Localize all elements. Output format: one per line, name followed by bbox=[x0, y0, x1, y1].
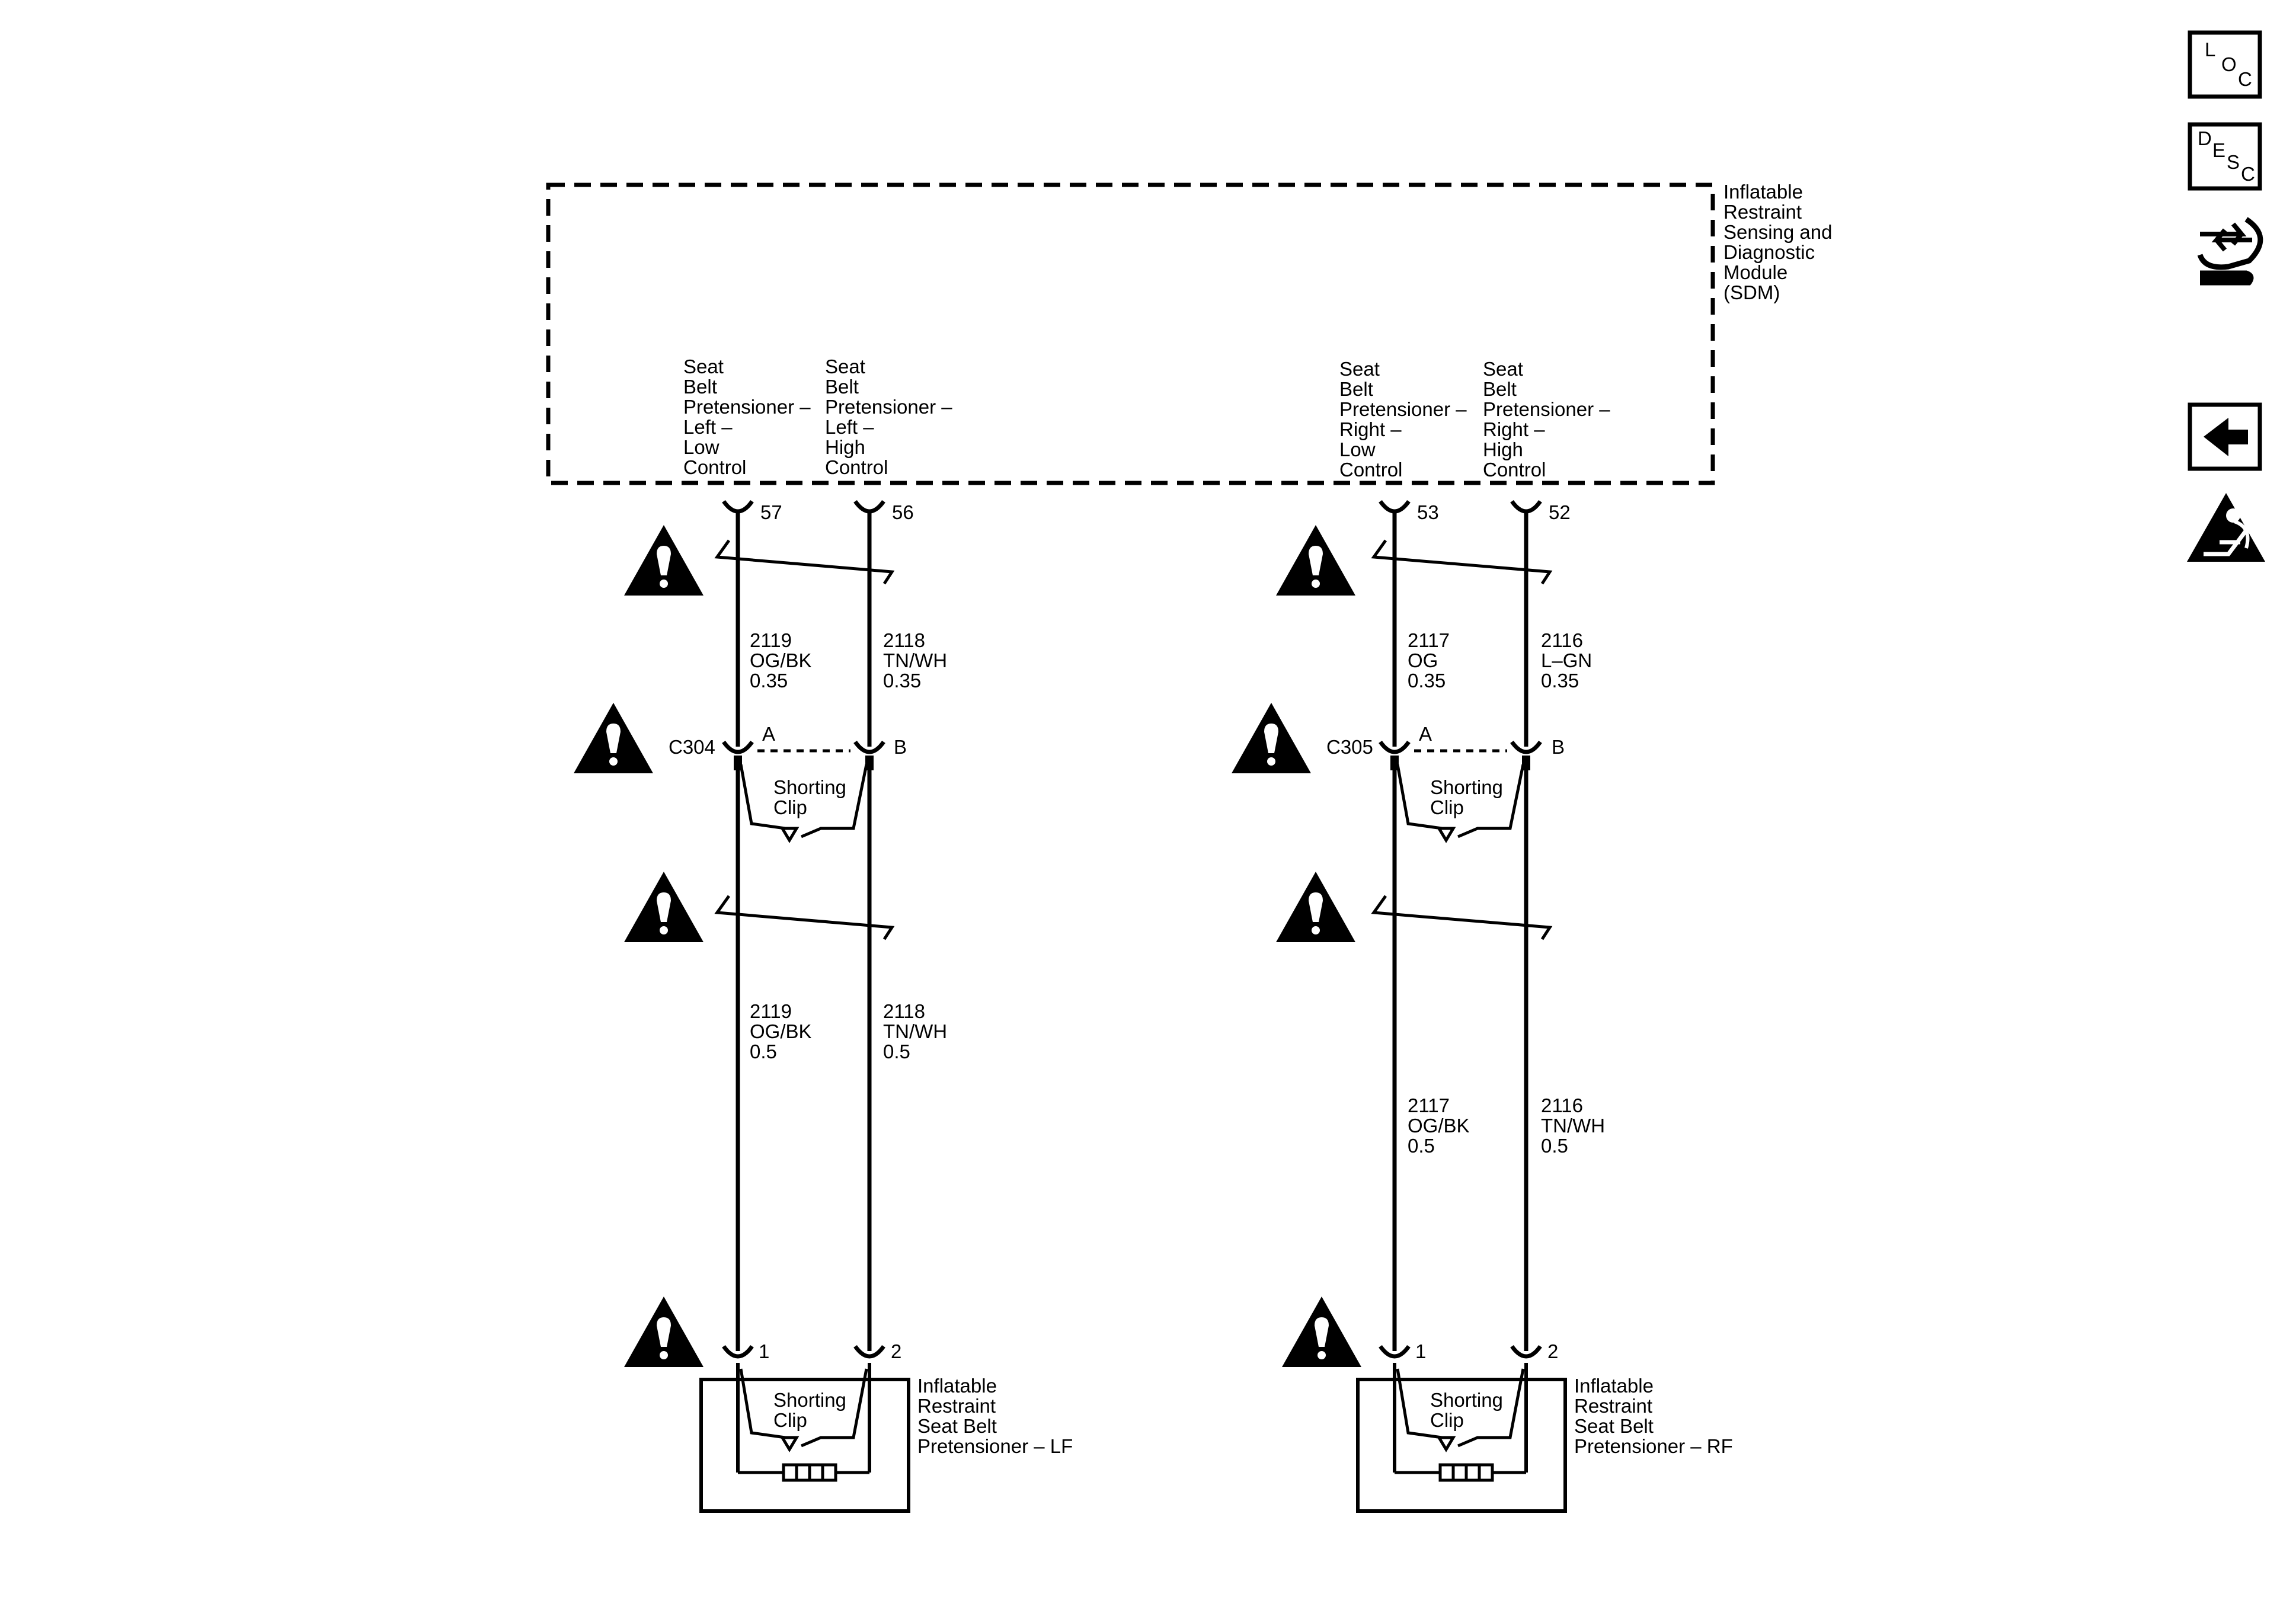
caution-triangle-icon[interactable] bbox=[1276, 872, 1355, 942]
connector-pin-b: B bbox=[894, 736, 907, 758]
airbag-caution-icon[interactable] bbox=[2187, 493, 2265, 562]
svg-text:D: D bbox=[2198, 127, 2212, 149]
caution-triangle-icon[interactable] bbox=[1276, 525, 1355, 596]
svg-text:C: C bbox=[2238, 68, 2252, 90]
wire-circuits bbox=[736, 513, 1528, 1351]
connector-pin-b: B bbox=[1552, 736, 1565, 758]
wire-label-upper: 2116 L–GN 0.35 bbox=[1541, 629, 1597, 692]
caution-triangle-icon[interactable] bbox=[624, 1297, 703, 1367]
pretensioner-pin-1: 1 bbox=[1415, 1340, 1426, 1362]
wire-label-lower: 2116 TN/WH 0.5 bbox=[1541, 1094, 1610, 1157]
pretensioner-pin-2: 2 bbox=[1547, 1340, 1558, 1362]
svg-text:S: S bbox=[2227, 151, 2240, 173]
sdm-pin-label-right-low: Seat Belt Pretensioner – Right – Low Con… bbox=[1339, 358, 1472, 481]
twisted-pair-markers bbox=[714, 539, 1553, 940]
pretensioner-name: Inflatable Restraint Seat Belt Pretensio… bbox=[1574, 1375, 1733, 1457]
connector-pin-a: A bbox=[762, 723, 775, 745]
sdm-pin-number: 52 bbox=[1549, 501, 1571, 523]
shorting-clip-label: Shorting Clip bbox=[1430, 1389, 1508, 1431]
sdm-pin-number: 56 bbox=[892, 501, 914, 523]
svg-text:L: L bbox=[2205, 39, 2215, 60]
connector-name: C304 bbox=[669, 736, 715, 758]
caution-triangle-icon[interactable] bbox=[574, 703, 653, 773]
pretensioner-pin-2: 2 bbox=[891, 1340, 901, 1362]
loc-button[interactable]: L O C bbox=[2188, 30, 2262, 99]
sdm-pin-number: 53 bbox=[1417, 501, 1439, 523]
sdm-module-name: Inflatable Restraint Sensing and Diagnos… bbox=[1723, 181, 1838, 303]
desc-button[interactable]: D E S C bbox=[2188, 122, 2262, 191]
wire-label-upper: 2118 TN/WH 0.35 bbox=[883, 629, 952, 692]
shorting-clip-c304 bbox=[739, 764, 868, 843]
pretensioner-rf bbox=[1356, 1346, 1567, 1513]
pretensioner-lf bbox=[699, 1346, 910, 1513]
shorting-clip-label: Shorting Clip bbox=[773, 776, 852, 818]
inline-connector-c305 bbox=[1380, 742, 1540, 770]
sdm-module-boundary bbox=[546, 183, 1715, 485]
wire-label-lower: 2117 OG/BK 0.5 bbox=[1408, 1094, 1475, 1157]
caution-triangle-icon[interactable] bbox=[624, 525, 703, 596]
connector-end-view-icon[interactable] bbox=[2197, 217, 2263, 286]
svg-text:C: C bbox=[2241, 163, 2255, 185]
caution-triangle-icon[interactable] bbox=[1282, 1297, 1361, 1367]
wire-label-upper: 2119 OG/BK 0.35 bbox=[750, 629, 817, 692]
pretensioner-name: Inflatable Restraint Seat Belt Pretensio… bbox=[917, 1375, 1073, 1457]
sdm-pin-label-left-high: Seat Belt Pretensioner – Left – High Con… bbox=[825, 356, 958, 478]
wire-label-upper: 2117 OG 0.35 bbox=[1408, 629, 1455, 692]
inline-connector-c304 bbox=[724, 742, 884, 770]
shorting-clip-c305 bbox=[1396, 764, 1525, 843]
shorting-clip-label: Shorting Clip bbox=[773, 1389, 852, 1431]
shorting-clip-label: Shorting Clip bbox=[1430, 776, 1508, 818]
wire-label-lower: 2119 OG/BK 0.5 bbox=[750, 1000, 817, 1062]
sdm-pin-label-right-high: Seat Belt Pretensioner – Right – High Co… bbox=[1483, 358, 1616, 481]
connector-name: C305 bbox=[1326, 736, 1373, 758]
svg-text:E: E bbox=[2212, 139, 2225, 161]
pretensioner-pin-1: 1 bbox=[759, 1340, 769, 1362]
svg-text:O: O bbox=[2221, 53, 2237, 75]
caution-triangle-icon[interactable] bbox=[1232, 703, 1311, 773]
caution-triangle-icon[interactable] bbox=[624, 872, 703, 942]
wire-label-lower: 2118 TN/WH 0.5 bbox=[883, 1000, 952, 1062]
sdm-pin-number: 57 bbox=[760, 501, 782, 523]
connector-pin-a: A bbox=[1419, 723, 1432, 745]
sdm-pin-label-left-low: Seat Belt Pretensioner – Left – Low Cont… bbox=[683, 356, 816, 478]
back-arrow-icon[interactable] bbox=[2188, 402, 2262, 471]
